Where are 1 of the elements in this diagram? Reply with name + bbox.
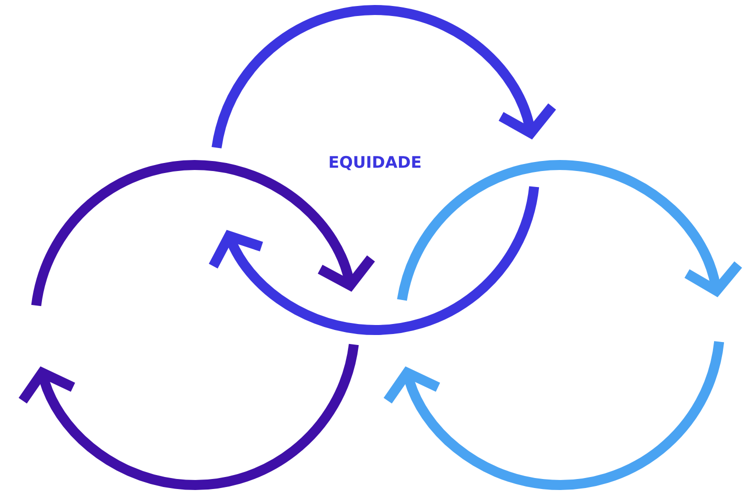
label-text: EQUIDADE	[330, 156, 420, 170]
